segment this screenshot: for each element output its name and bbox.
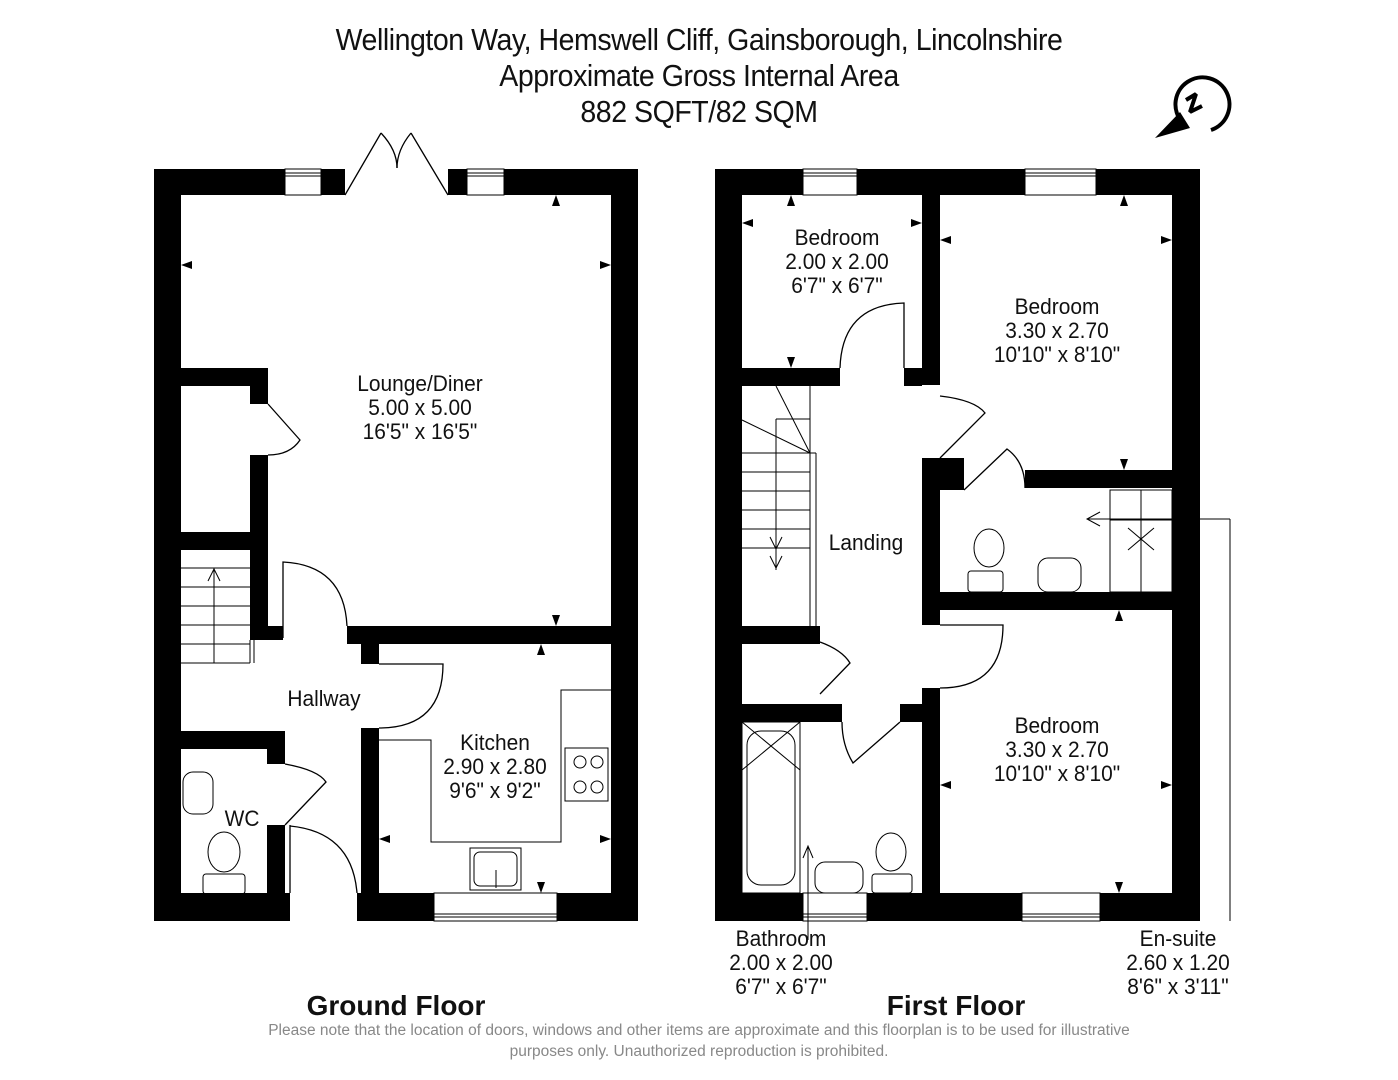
- room-label-bedroom-2: Bedroom 3.30 x 2.70 10'10" x 8'10": [994, 295, 1120, 367]
- ground-floor-stairs: [181, 567, 255, 664]
- room-name: Bedroom: [1014, 294, 1100, 319]
- ground-floor-walls: [154, 169, 638, 921]
- room-metric: 2.00 x 2.00: [729, 950, 833, 975]
- room-label-bedroom-3: Bedroom 3.30 x 2.70 10'10" x 8'10": [994, 714, 1120, 786]
- room-imperial: 10'10" x 8'10": [993, 761, 1121, 786]
- room-label-hallway: Hallway: [287, 687, 360, 711]
- first-floor-stairs: [741, 385, 817, 626]
- first-floor-heading: First Floor: [886, 990, 1026, 1021]
- wc-fixtures: [182, 771, 246, 895]
- disclaimer-line-1: Please note that the location of doors, …: [268, 1022, 1130, 1039]
- first-floor-doors: [819, 302, 1026, 764]
- room-imperial: 10'10" x 8'10": [993, 342, 1121, 367]
- room-label-landing: Landing: [829, 531, 903, 555]
- ensuite-fixtures: [967, 489, 1231, 921]
- room-label-bedroom-small: Bedroom 2.00 x 2.00 6'7" x 6'7": [785, 226, 888, 298]
- room-name: Landing: [828, 530, 904, 555]
- first-floor-windows: [802, 168, 1101, 922]
- room-label-wc: WC: [225, 807, 260, 831]
- room-imperial: 9'6" x 9'2": [449, 778, 541, 803]
- room-metric: 3.30 x 2.70: [1005, 318, 1109, 343]
- bathroom-fixtures: [741, 721, 913, 940]
- kitchen-worktops: [379, 689, 611, 891]
- room-name: WC: [224, 806, 260, 831]
- area-subtitle: Approximate Gross Internal Area: [499, 58, 899, 93]
- area-value: 882 SQFT/82 SQM: [580, 94, 818, 129]
- north-arrow-icon: [1155, 75, 1232, 138]
- room-name: Bedroom: [1014, 713, 1100, 738]
- room-imperial: 8'6" x 3'11": [1127, 974, 1229, 999]
- room-imperial: 6'7" x 6'7": [735, 974, 827, 999]
- room-metric: 5.00 x 5.00: [368, 395, 472, 420]
- room-metric: 2.00 x 2.00: [785, 249, 889, 274]
- room-name: Lounge/Diner: [357, 371, 483, 396]
- room-metric: 2.60 x 1.20: [1126, 950, 1230, 975]
- room-name: En-suite: [1139, 926, 1217, 951]
- room-name: Bedroom: [794, 225, 880, 250]
- room-name: Kitchen: [460, 730, 530, 755]
- address-title: Wellington Way, Hemswell Cliff, Gainsbor…: [335, 22, 1063, 57]
- room-label-en-suite: En-suite 2.60 x 1.20 8'6" x 3'11": [1126, 927, 1229, 999]
- room-label-kitchen: Kitchen 2.90 x 2.80 9'6" x 9'2": [443, 731, 546, 803]
- ground-floor-windows: [284, 168, 558, 922]
- first-floor-walls: [715, 169, 1200, 921]
- ground-floor-doors: [267, 132, 449, 894]
- room-label-bathroom: Bathroom 2.00 x 2.00 6'7" x 6'7": [729, 927, 832, 999]
- first-floor-dimension-markers: [742, 195, 1172, 893]
- room-name: Hallway: [287, 686, 361, 711]
- room-label-lounge-diner: Lounge/Diner 5.00 x 5.00 16'5" x 16'5": [357, 372, 483, 444]
- room-imperial: 16'5" x 16'5": [362, 419, 478, 444]
- ground-floor-dimension-markers: [181, 195, 611, 893]
- room-name: Bathroom: [735, 926, 827, 951]
- ground-floor-heading: Ground Floor: [306, 990, 486, 1021]
- room-metric: 3.30 x 2.70: [1005, 737, 1109, 762]
- disclaimer-line-2: purposes only. Unauthorized reproduction…: [509, 1043, 889, 1060]
- room-metric: 2.90 x 2.80: [443, 754, 547, 779]
- room-imperial: 6'7" x 6'7": [791, 273, 883, 298]
